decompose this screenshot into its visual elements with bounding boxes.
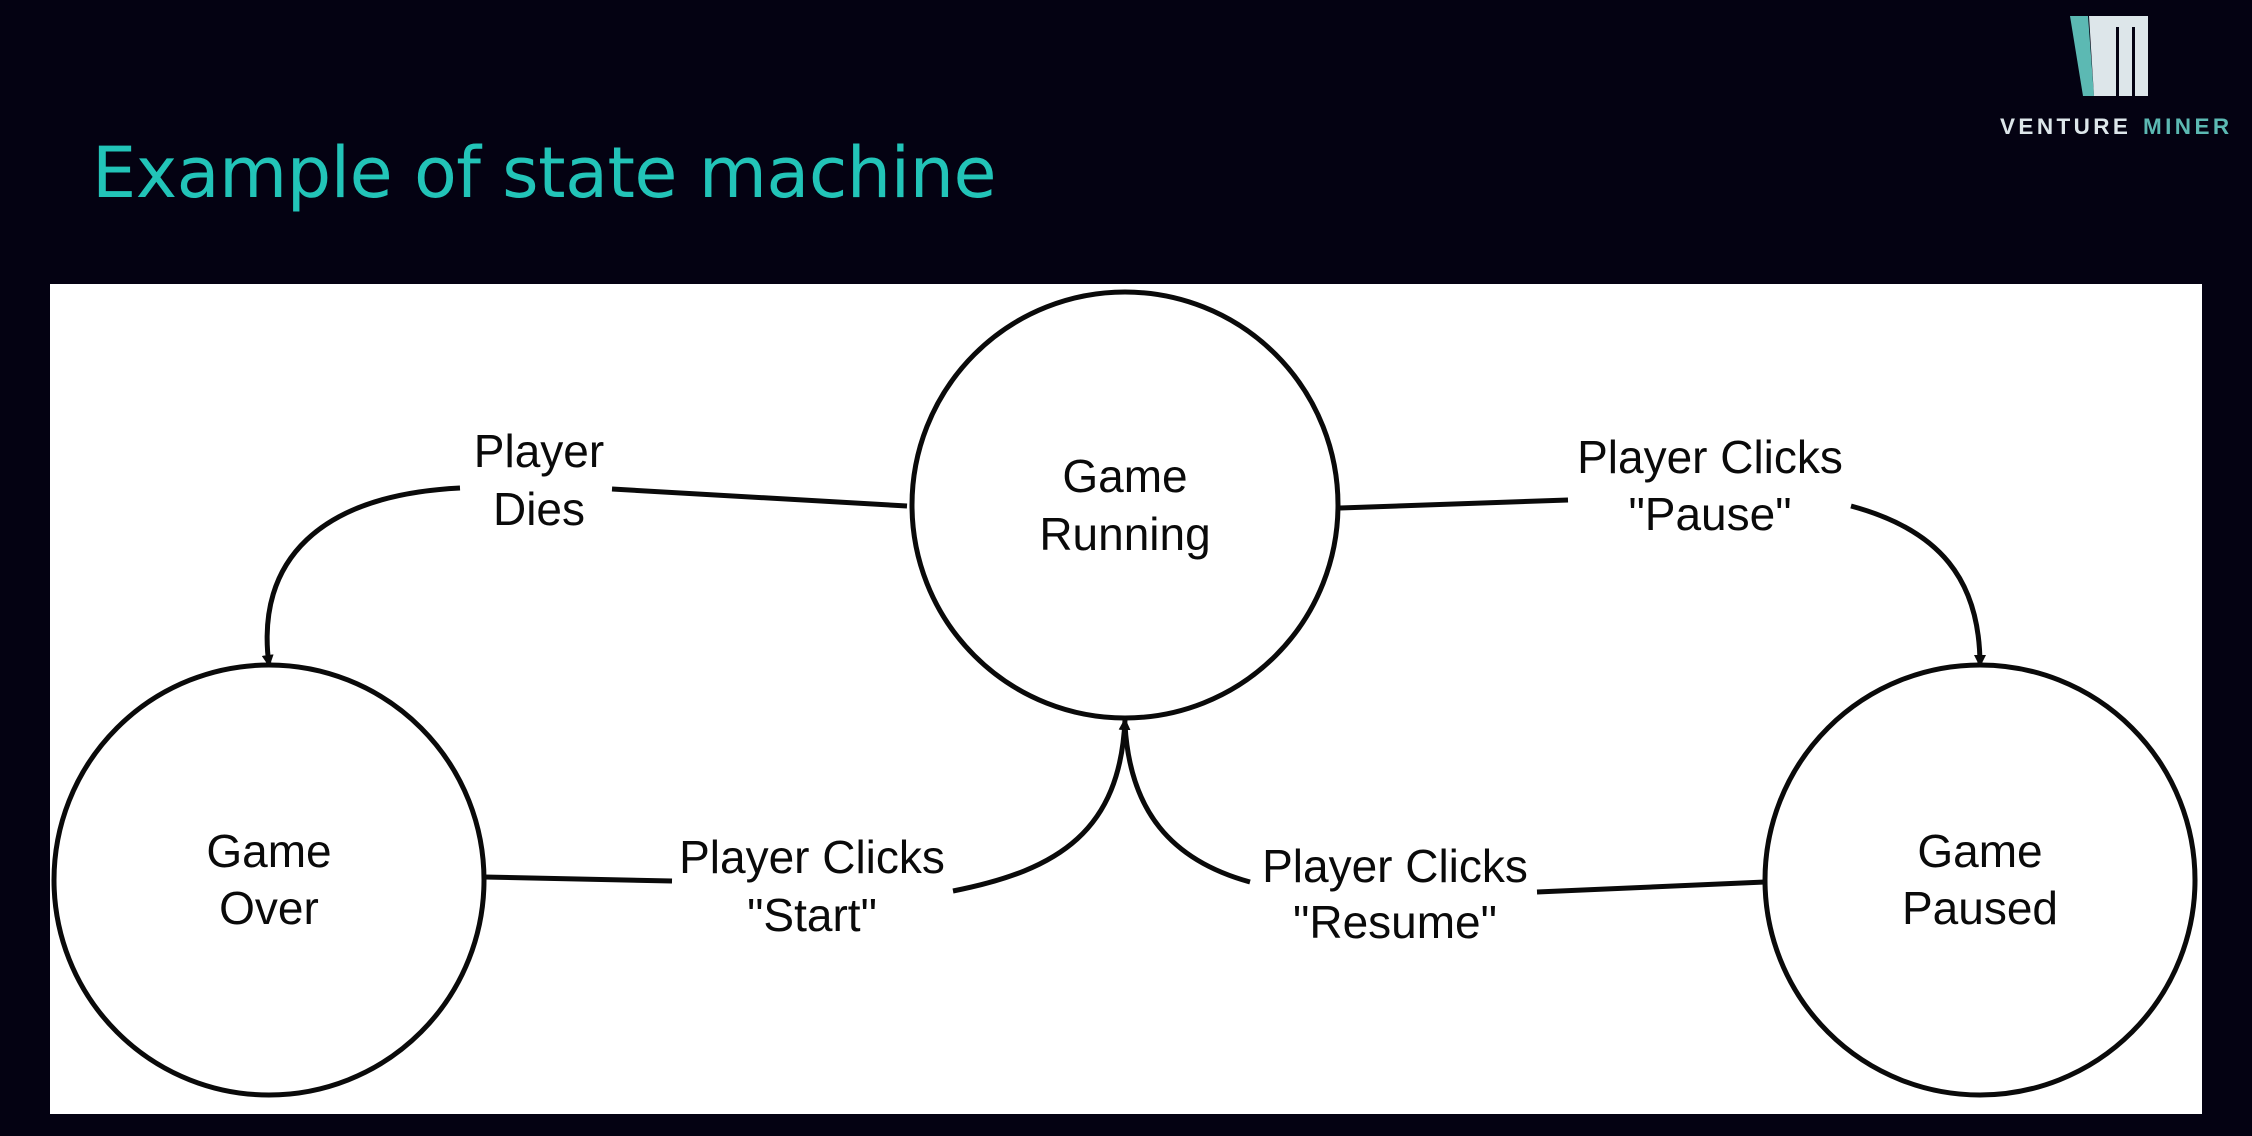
state-label-line2: Over xyxy=(219,882,319,934)
state-circle xyxy=(909,289,1341,721)
transition-arrow xyxy=(1339,497,1569,511)
state-label-line1: Game xyxy=(1917,825,2042,877)
transition-label-line1: Player xyxy=(474,425,604,477)
transition-label-line2: Dies xyxy=(493,483,585,535)
transition-player-clicks-start: Player Clicks "Start" xyxy=(483,718,1131,941)
transition-arrow xyxy=(1122,724,1251,885)
vm-monogram-icon xyxy=(2070,16,2148,96)
state-circle xyxy=(51,662,487,1098)
venture-miner-logo: VENTURE MINER xyxy=(2000,16,2233,139)
transition-player-dies: Player Dies xyxy=(261,425,908,667)
transition-arrow xyxy=(1536,879,1766,895)
transition-arrow xyxy=(483,874,673,884)
transition-label-line1: Player Clicks xyxy=(1262,840,1528,892)
transition-label-line2: "Start" xyxy=(747,889,877,941)
logo-word-venture: VENTURE xyxy=(2000,114,2131,139)
logo-word-miner: MINER xyxy=(2143,114,2233,139)
state-label-line1: Game xyxy=(206,825,331,877)
state-label-line2: Paused xyxy=(1902,882,2058,934)
transition-player-clicks-resume: Player Clicks "Resume" xyxy=(1122,724,1766,948)
state-game-over: Game Over xyxy=(51,662,487,1098)
transition-player-clicks-pause: Player Clicks "Pause" xyxy=(1339,431,1986,667)
slide-title: Example of state machine xyxy=(92,132,997,214)
transition-label-line1: Player Clicks xyxy=(679,831,945,883)
state-game-running: Game Running xyxy=(909,289,1341,721)
transition-arrow xyxy=(1850,503,1986,667)
transition-arrow xyxy=(261,485,461,667)
transition-arrow xyxy=(952,718,1131,894)
state-label-line2: Running xyxy=(1039,508,1210,560)
state-game-paused: Game Paused xyxy=(1762,662,2198,1098)
state-label-line1: Game xyxy=(1062,450,1187,502)
transition-arrow xyxy=(611,486,908,509)
state-circle xyxy=(1762,662,2198,1098)
transition-label-line2: "Pause" xyxy=(1628,488,1791,540)
transition-label-line1: Player Clicks xyxy=(1577,431,1843,483)
transition-label-line2: "Resume" xyxy=(1293,896,1497,948)
